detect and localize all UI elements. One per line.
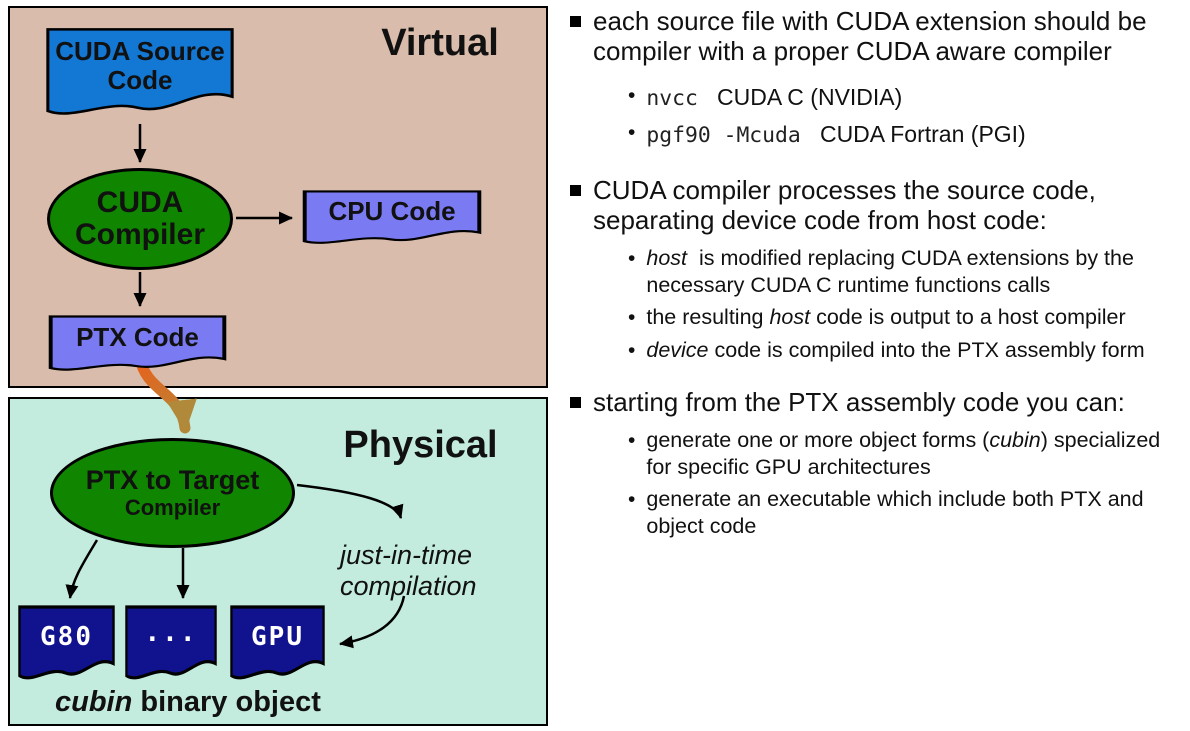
- sub-bullet: • the resulting host code is output to a…: [628, 304, 1182, 332]
- ptx-code-label: PTX Code: [76, 322, 199, 352]
- virtual-label: Virtual: [381, 22, 499, 64]
- sub-bullet-text: the resulting host code is output to a h…: [646, 305, 1126, 329]
- gpu-label: GPU: [251, 622, 304, 652]
- sub-bullet-text: nvcc CUDA C (NVIDIA): [646, 84, 903, 111]
- sub-bullet-group: • nvcc CUDA C (NVIDIA) • pgf90 -Mcuda CU…: [628, 82, 1182, 151]
- ptx-code-node: PTX Code: [48, 315, 227, 375]
- sub-bullet-group: • host is modified replacing CUDA extens…: [628, 245, 1182, 365]
- square-bullet-icon: [570, 185, 581, 196]
- bullet-item: CUDA compiler processes the source code,…: [568, 175, 1182, 235]
- cuda-compiler-node: CUDA Compiler: [47, 168, 233, 270]
- sub-bullet: • generate an executable which include b…: [628, 486, 1182, 540]
- cpu-code-node: CPU Code: [302, 190, 482, 248]
- sub-bullet-text: device code is compiled into the PTX ass…: [646, 338, 1145, 362]
- dots-node: ...: [125, 605, 217, 685]
- dot-bullet-icon: •: [628, 339, 636, 362]
- sub-bullet: • generate one or more object forms (cub…: [628, 427, 1182, 481]
- dot-bullet-icon: •: [628, 84, 636, 107]
- sub-bullet-group: • generate one or more object forms (cub…: [628, 427, 1182, 540]
- document-shape-icon: [230, 605, 325, 680]
- dot-bullet-icon: •: [628, 429, 636, 452]
- bullet-text: starting from the PTX assembly code you …: [593, 387, 1125, 417]
- cuda-compiler-label: CUDA Compiler: [74, 185, 206, 251]
- dot-bullet-icon: •: [628, 306, 636, 329]
- bullet-text: CUDA compiler processes the source code,…: [593, 175, 1096, 235]
- sub-bullet-text: generate one or more object forms (cubin…: [646, 428, 1167, 479]
- dot-bullet-icon: •: [628, 488, 636, 511]
- sub-bullet: • pgf90 -Mcuda CUDA Fortran (PGI): [628, 119, 1182, 151]
- ptx-to-target-sublabel: Compiler: [124, 494, 221, 520]
- sub-bullet: • device code is compiled into the PTX a…: [628, 337, 1182, 365]
- square-bullet-icon: [570, 16, 581, 27]
- document-shape-icon: [18, 605, 115, 680]
- square-bullet-icon: [570, 397, 581, 408]
- g80-label: G80: [40, 622, 93, 652]
- bullet-item: each source file with CUDA extension sho…: [568, 6, 1182, 66]
- cubin-binary-object-caption: cubin binary object: [55, 686, 321, 718]
- g80-node: G80: [18, 605, 115, 685]
- bullet-item: starting from the PTX assembly code you …: [568, 387, 1182, 417]
- physical-label: Physical: [343, 424, 498, 466]
- bullet-list: each source file with CUDA extension sho…: [568, 6, 1182, 540]
- ptx-to-target-compiler-node: PTX to Target Compiler: [50, 438, 295, 548]
- dots-label: ...: [144, 618, 198, 648]
- sub-bullet: • nvcc CUDA C (NVIDIA): [628, 82, 1182, 114]
- bullet-text: each source file with CUDA extension sho…: [593, 6, 1147, 66]
- ptx-to-target-label: PTX to Target: [85, 464, 260, 495]
- cuda-source-code-label: CUDA Source Code: [55, 36, 225, 96]
- sub-bullet-text: host is modified replacing CUDA extensio…: [646, 246, 1140, 297]
- document-shape-icon: [46, 28, 234, 115]
- cpu-code-label: CPU Code: [328, 196, 456, 226]
- just-in-time-label: just-in-time compilation: [340, 540, 477, 601]
- document-shape-icon: [48, 315, 227, 371]
- cuda-source-code-node: CUDA Source Code: [45, 27, 235, 122]
- document-shape-icon: [125, 605, 217, 680]
- sub-bullet: • host is modified replacing CUDA extens…: [628, 245, 1182, 299]
- sub-bullet-text: generate an executable which include bot…: [646, 487, 1150, 538]
- sub-bullet-text: pgf90 -Mcuda CUDA Fortran (PGI): [646, 121, 1026, 148]
- dot-bullet-icon: •: [628, 247, 636, 270]
- dot-bullet-icon: •: [628, 121, 636, 144]
- gpu-node: GPU: [230, 605, 325, 685]
- document-shape-icon: [302, 190, 482, 244]
